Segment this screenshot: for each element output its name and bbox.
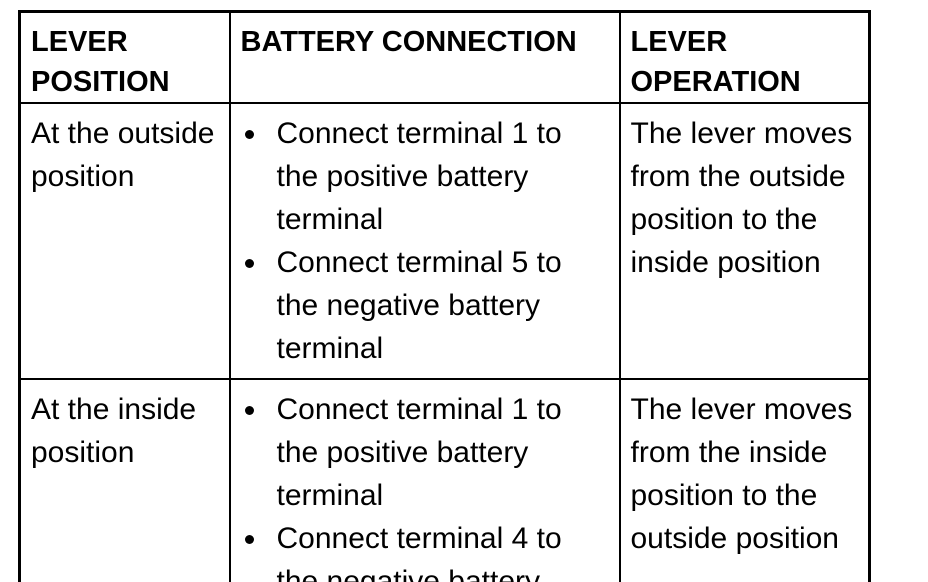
header-lever-position: LEVER POSITION [18, 10, 231, 104]
cell-battery-connection: Connect terminal 1 to the positive batte… [228, 102, 621, 380]
list-item-connection: Connect terminal 4 to the negative batte… [269, 517, 569, 582]
cell-lever-position: At the inside position [18, 378, 231, 582]
cell-lever-position: At the outside position [18, 102, 231, 380]
table-row-inside-position: At the inside position Connect terminal … [18, 378, 871, 582]
list-item-connection: Connect terminal 1 to the positive batte… [269, 388, 569, 517]
list-item-connection: Connect terminal 1 to the positive batte… [269, 112, 569, 241]
battery-connection-list: Connect terminal 1 to the positive batte… [241, 388, 569, 582]
lever-operation-table: LEVER POSITION BATTERY CONNECTION LEVER … [18, 10, 871, 582]
cell-lever-operation: The lever moves from the outside positio… [618, 102, 871, 380]
list-item-connection: Connect terminal 5 to the negative batte… [269, 241, 569, 370]
header-lever-operation: LEVER OPERATION [618, 10, 871, 104]
cell-battery-connection: Connect terminal 1 to the positive batte… [228, 378, 621, 582]
table-header-row: LEVER POSITION BATTERY CONNECTION LEVER … [18, 10, 871, 104]
table-row-outside-position: At the outside position Connect terminal… [18, 102, 871, 380]
header-battery-connection: BATTERY CONNECTION [228, 10, 621, 104]
cell-lever-operation: The lever moves from the inside position… [618, 378, 871, 582]
battery-connection-list: Connect terminal 1 to the positive batte… [241, 112, 569, 370]
